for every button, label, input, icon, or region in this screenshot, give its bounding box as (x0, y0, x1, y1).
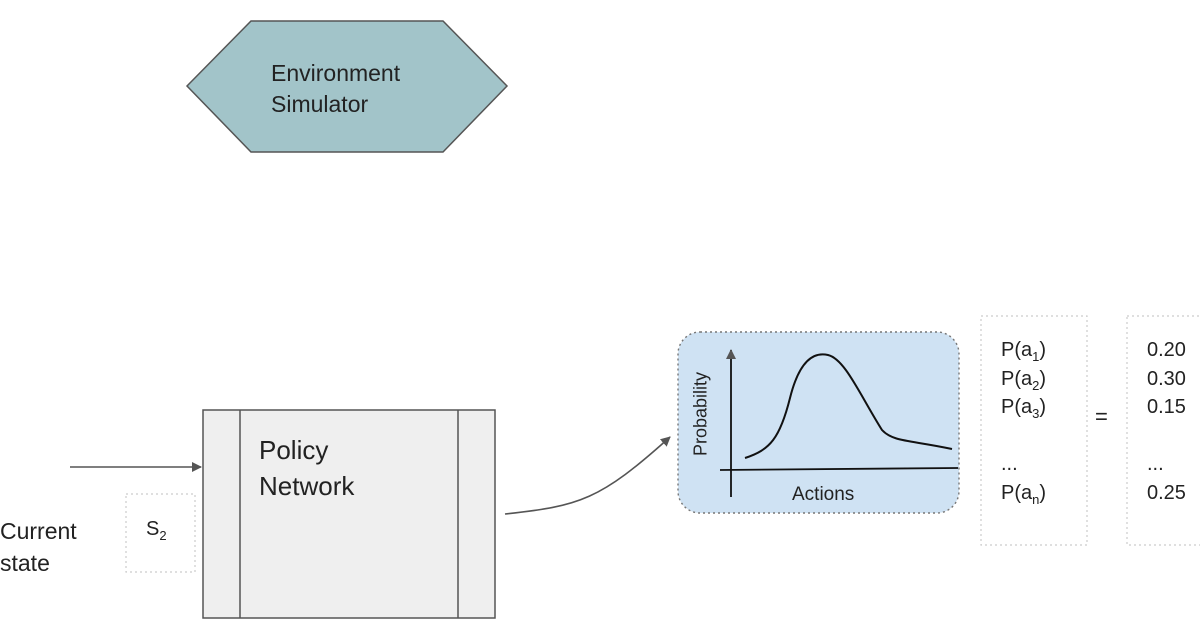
probability-curve (744, 353, 953, 459)
probability-label-row: P(a2) (1001, 367, 1047, 393)
output-arrow (504, 436, 671, 515)
environment-simulator-hexagon[interactable] (185, 20, 509, 153)
probability-values-column: 0.20 0.30 0.15 ... 0.25 (1147, 336, 1186, 508)
probability-labels-column: P(a1) P(a2) P(a3) ... P(an) (1001, 336, 1046, 508)
state-symbol: S2 (146, 518, 167, 543)
probability-value: 0.15 (1147, 396, 1186, 419)
probability-value (1147, 422, 1186, 451)
probability-label-row: P(a3) (1001, 396, 1047, 422)
probability-label-row: ... (1001, 453, 1018, 476)
probability-label-row: P(an) (1001, 481, 1047, 507)
environment-simulator-label: Environment Simulator (271, 60, 401, 117)
chart-x-axis (719, 467, 959, 471)
probability-value: 0.25 (1147, 481, 1186, 504)
equals-sign: = (1095, 404, 1108, 429)
chart-x-label: Actions (792, 484, 855, 505)
probability-labels-box (980, 315, 1088, 546)
state-box (125, 493, 196, 573)
probability-values-box (1126, 315, 1200, 546)
probability-value: 0.20 (1147, 339, 1186, 361)
policy-network-label: Policy Network (259, 435, 355, 501)
probability-value: ... (1147, 453, 1164, 476)
current-state-label: Current state (0, 518, 77, 576)
chart-y-label: Probability (690, 371, 711, 457)
probability-label-row (1001, 422, 1046, 451)
probability-label-row: P(a1) (1001, 339, 1047, 364)
policy-network-box[interactable] (202, 409, 496, 619)
probability-value: 0.30 (1147, 367, 1186, 390)
